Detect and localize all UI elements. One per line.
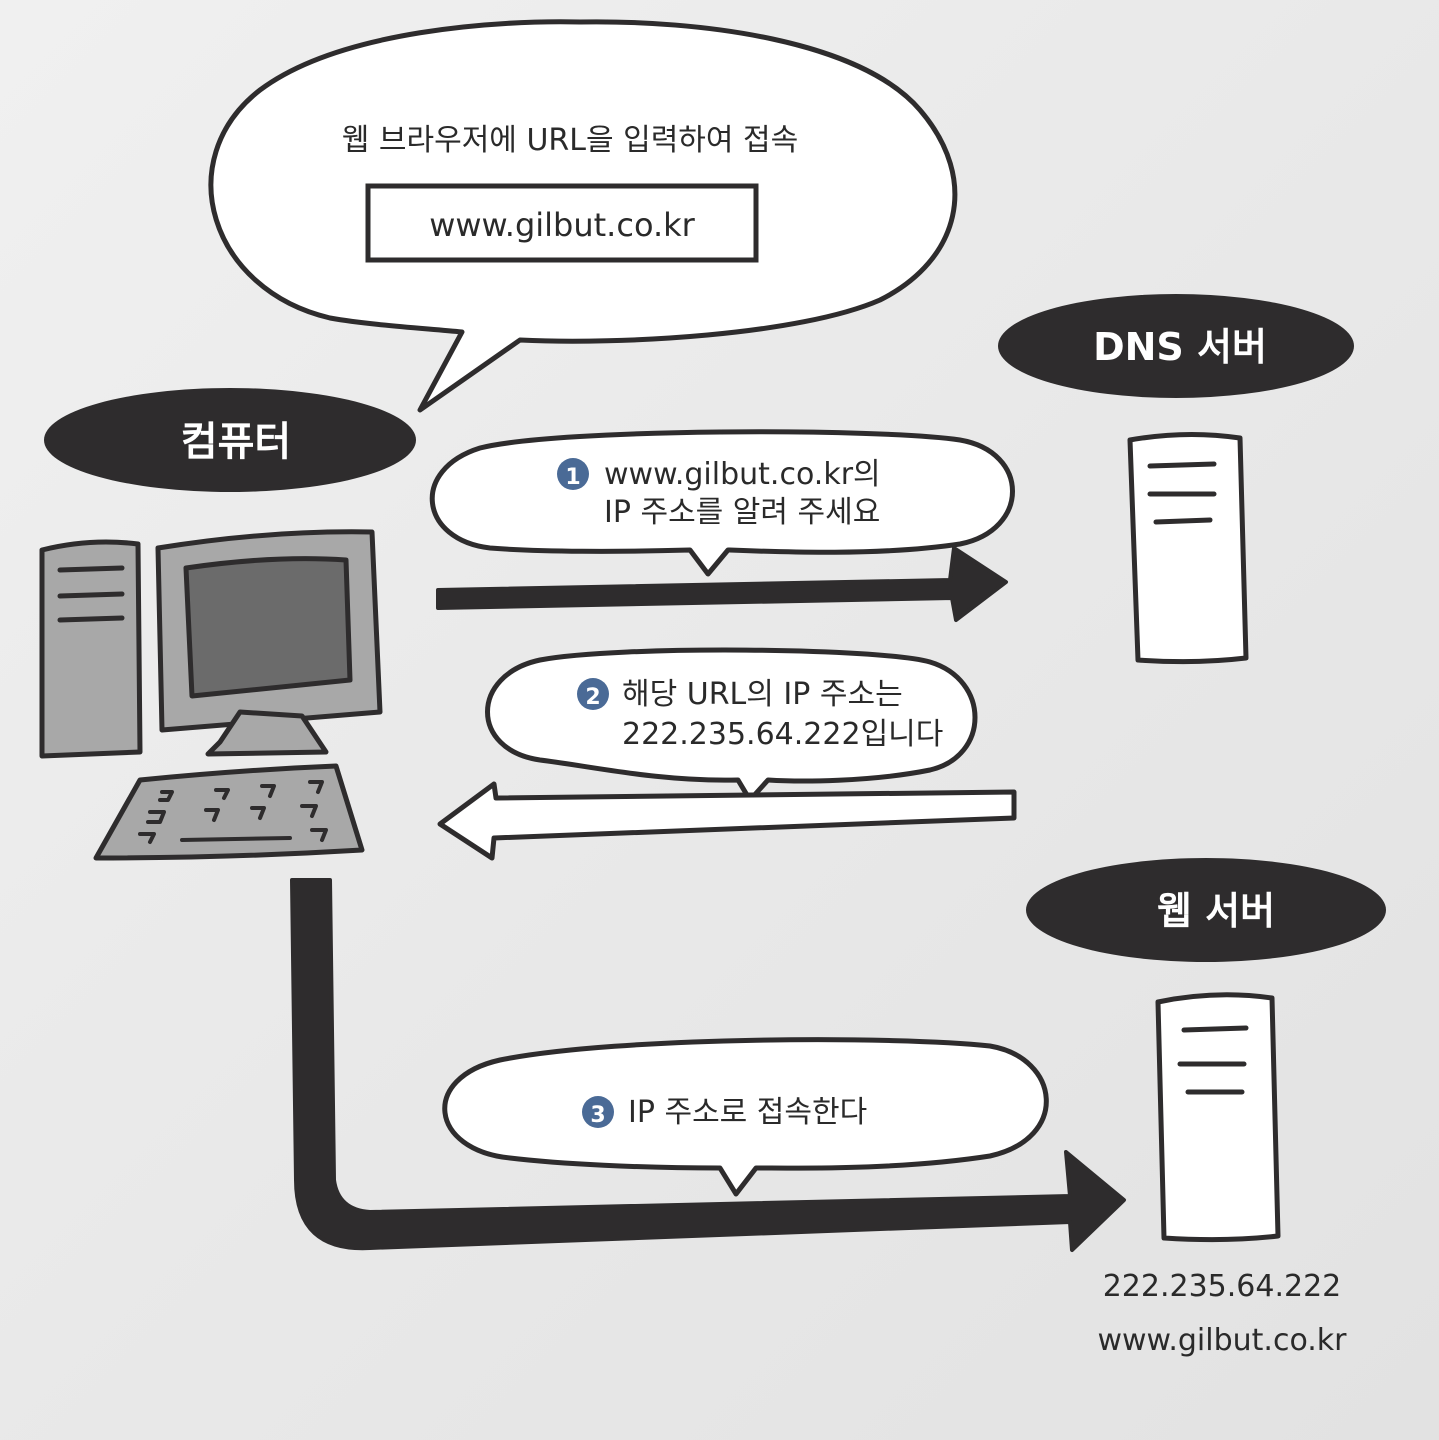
computer-label-text: 컴퓨터 (181, 419, 291, 465)
step-1-badge (557, 458, 589, 490)
step-2-bubble: 2 해당 URL의 IP 주소는 222.235.64.222입니다 (485, 647, 978, 803)
step-2-line-1: 해당 URL의 IP 주소는 (622, 677, 903, 712)
step-1-bubble: 1 www.gilbut.co.kr의 IP 주소를 알려 주세요 (429, 429, 1015, 577)
computer-tower-icon (39, 539, 143, 759)
web-server-label: 웹 서버 (1026, 858, 1386, 962)
web-server-label-text: 웹 서버 (1157, 889, 1275, 933)
computer-illustration (39, 529, 383, 861)
web-server-label-pill (1026, 858, 1386, 962)
computer-label: 컴퓨터 (44, 388, 416, 492)
url-input-box (365, 183, 759, 263)
url-input-text: www.gilbut.co.kr (429, 206, 695, 244)
step-3-bubble-shape (442, 1037, 1049, 1197)
browser-speech-bubble: 웹 브라우저에 URL을 입력하여 접속 www.gilbut.co.kr (208, 19, 958, 413)
web-server-ip: 222.235.64.222 (1103, 1269, 1342, 1304)
step-1-line-2: IP 주소를 알려 주세요 (604, 495, 880, 530)
step-3-line-1: IP 주소로 접속한다 (628, 1095, 867, 1130)
step-2-badge (577, 678, 609, 710)
dns-server-label-pill (998, 294, 1354, 398)
computer-label-pill (44, 388, 416, 492)
keyboard-icon (93, 763, 365, 861)
step-2-line-2: 222.235.64.222입니다 (622, 717, 943, 752)
step-3-bubble: 3 IP 주소로 접속한다 (442, 1037, 1049, 1197)
monitor-stand (205, 709, 329, 757)
step-3-badge-number: 3 (590, 1103, 605, 1128)
response-arrow-from-dns (437, 781, 1017, 861)
request-arrow-to-dns (436, 546, 1008, 622)
dns-server-label: DNS 서버 (998, 294, 1354, 398)
dns-server-label-text: DNS 서버 (1093, 325, 1267, 369)
web-server-icon (1155, 992, 1281, 1243)
connect-arrow-to-web-server (290, 878, 1126, 1252)
web-server-domain: www.gilbut.co.kr (1097, 1323, 1347, 1358)
dns-server-icon (1127, 431, 1249, 665)
step-1-line-1: www.gilbut.co.kr의 (604, 457, 881, 492)
step-1-badge-number: 1 (565, 465, 580, 490)
monitor-screen (183, 556, 353, 699)
step-2-bubble-shape (485, 647, 978, 803)
step-2-badge-number: 2 (585, 685, 600, 710)
speech-bubble-caption: 웹 브라우저에 URL을 입력하여 접속 (342, 123, 798, 158)
step-3-badge (582, 1096, 614, 1128)
